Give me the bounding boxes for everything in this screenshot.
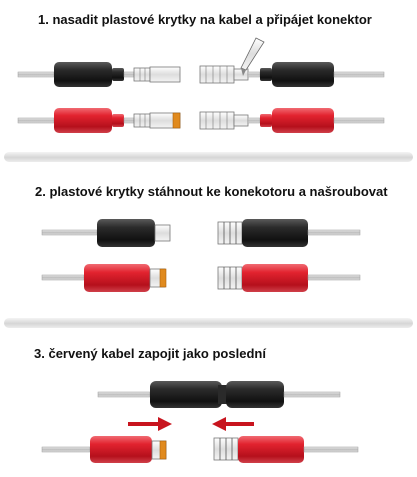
step-2-black-left [41,219,171,247]
step-3-black-joined [97,381,341,408]
step-2-red-right [217,264,361,292]
step-3-title: 3. červený kabel zapojit jako poslední [34,346,266,361]
step-1-title: 1. nasadit plastové krytky na kabel a př… [38,12,372,27]
separator-2 [4,318,413,328]
step-1-red-left [17,108,181,133]
step-1-number: 1. [38,12,49,27]
arrow-right-icon [128,417,172,431]
step-1-black-right [199,37,385,87]
separator-1 [4,152,413,162]
step-2-text: plastové krytky stáhnout ke konekotoru a… [49,184,388,199]
arrow-left-icon [212,417,254,431]
step-2-red-left [41,264,167,292]
soldering-iron-icon [240,37,265,76]
step-3-red-right [213,436,359,463]
step-3-red-left [41,436,167,463]
step-2-illustration [41,219,361,292]
step-3-text: červený kabel zapojit jako poslední [48,346,266,361]
step-1-text: nasadit plastové krytky na kabel a připá… [52,12,372,27]
step-2-black-right [217,219,361,247]
step-2-title: 2. plastové krytky stáhnout ke konekotor… [35,184,388,199]
step-1-black-left [17,62,181,87]
step-3-illustration [41,381,359,463]
step-2-number: 2. [35,184,46,199]
step-1-red-right [199,108,385,133]
step-1-illustration [17,37,385,133]
step-3-number: 3. [34,346,45,361]
